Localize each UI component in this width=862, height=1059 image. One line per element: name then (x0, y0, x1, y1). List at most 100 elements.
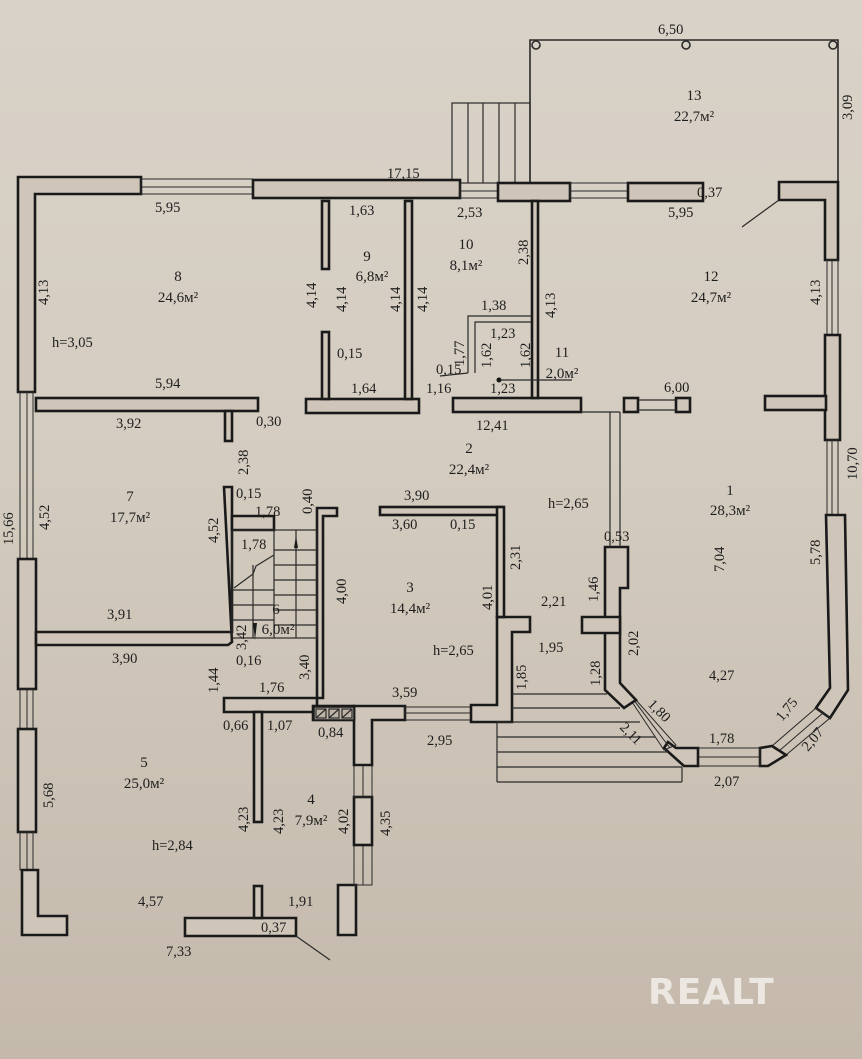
dimension: 2,02 (626, 631, 642, 656)
room-labels: 13 22,7м² 8 24,6м² 9 6,8м² 10 8,1м² 12 2… (110, 88, 751, 829)
dimension: 4,14 (388, 286, 404, 312)
room-2-area: 22,4м² (449, 462, 490, 478)
dimension: 3,59 (392, 685, 417, 701)
dimension: 3,60 (392, 517, 417, 533)
room-3-number: 3 (406, 580, 414, 596)
room-11-number: 11 (555, 345, 569, 361)
dimension: 1,78 (255, 504, 280, 520)
dimension: 4,14 (304, 282, 320, 308)
dimension: 4,01 (480, 585, 496, 610)
entrance-steps-bottom (496, 693, 683, 783)
dimension: 1,78 (709, 731, 734, 747)
dimension: 3,90 (112, 651, 137, 667)
dimension: 2,38 (516, 240, 532, 265)
room-10-number: 10 (459, 237, 474, 253)
dimension: 1,85 (514, 665, 530, 690)
dimension: 10,70 (845, 447, 861, 480)
dimension: 5,94 (155, 376, 181, 392)
dimension: 1,23 (490, 326, 515, 342)
dimension: 0,84 (318, 725, 344, 741)
height-label: h=2,65 (548, 496, 589, 512)
entrance-steps-top (451, 102, 531, 184)
room-6-area: 6,0м² (262, 622, 295, 638)
dimension: 4,35 (378, 811, 394, 836)
room-7-area: 17,7м² (110, 510, 151, 526)
height-label: h=2,65 (433, 643, 474, 659)
dimension: 3,09 (840, 95, 856, 120)
dimension: 4,13 (543, 293, 559, 318)
dimension: 6,50 (658, 22, 683, 38)
dimension: 1,76 (259, 680, 284, 696)
ceiling-heights: h=3,05 h=2,65 h=2,65 h=2,84 (52, 335, 589, 854)
dimension: 0,37 (697, 185, 722, 201)
dimension: 1,28 (588, 661, 604, 686)
dimension: 1,62 (479, 343, 495, 368)
room-2-number: 2 (465, 441, 473, 457)
dimension: 17,15 (387, 166, 420, 182)
dimension: 1,63 (349, 203, 374, 219)
exterior-walls (16, 175, 850, 961)
room-1-number: 1 (726, 483, 734, 499)
room-8-number: 8 (174, 269, 182, 285)
dimension-labels-vertical: 3,09 4,13 4,14 4,14 4,14 4,14 2,38 4,13 … (1, 95, 861, 836)
dimension: 15,66 (1, 512, 17, 545)
dimension: 5,95 (155, 200, 180, 216)
dimension: 1,91 (288, 894, 313, 910)
dimension: 3,40 (297, 655, 313, 680)
room-10-area: 8,1м² (450, 258, 483, 274)
dimension: 3,42 (234, 625, 250, 650)
dimension: 1,80 (644, 697, 673, 726)
dimension: 2,53 (457, 205, 482, 221)
dimension: 4,13 (808, 280, 824, 305)
dimension: 2,07 (799, 725, 828, 755)
dimension: 1,77 (452, 341, 468, 366)
height-label: h=2,84 (152, 838, 194, 854)
room-9-number: 9 (363, 249, 371, 265)
dimension: 7,33 (166, 944, 191, 960)
dimension: 0,15 (436, 362, 461, 378)
dimension: 3,92 (116, 416, 141, 432)
dimension: 7,04 (712, 546, 728, 572)
ventilation-ducts (313, 706, 355, 721)
room-6-number: 6 (272, 602, 280, 618)
dimension: 4,23 (271, 809, 287, 834)
dimension: 4,52 (37, 505, 53, 530)
dimension: 5,78 (808, 540, 824, 565)
staircase (231, 529, 318, 640)
room-12-number: 12 (704, 269, 719, 285)
dimension: 4,00 (334, 579, 350, 604)
dimension: 1,16 (426, 381, 451, 397)
dimension: 4,27 (709, 668, 734, 684)
dimension: 1,78 (241, 537, 266, 553)
height-label: h=3,05 (52, 335, 93, 351)
dimension: 1,62 (518, 343, 534, 368)
dimension: 0,53 (604, 529, 629, 545)
room-3-area: 14,4м² (390, 601, 431, 617)
dimension: 5,68 (41, 783, 57, 808)
dimension: 4,57 (138, 894, 163, 910)
room-5-number: 5 (140, 755, 148, 771)
dimension: 1,38 (481, 298, 506, 314)
dimension: 0,30 (256, 414, 281, 430)
dimension: 0,15 (450, 517, 475, 533)
room-9-area: 6,8м² (356, 269, 389, 285)
dimension: 12,41 (476, 418, 509, 434)
dimension: 1,07 (267, 718, 292, 734)
room-4-area: 7,9м² (295, 813, 328, 829)
dimension: 2,07 (714, 774, 739, 790)
dimension: 4,02 (336, 809, 352, 834)
dimension: 2,95 (427, 733, 452, 749)
dimension: 1,64 (351, 381, 377, 397)
dimension: 0,16 (236, 653, 261, 669)
dimension: 4,14 (334, 286, 350, 312)
room-13-area: 22,7м² (674, 109, 715, 125)
dimension: 4,14 (415, 286, 431, 312)
room-12-area: 24,7м² (691, 290, 732, 306)
realt-watermark-logo: REALT (648, 972, 775, 1013)
dimension: 1,75 (773, 695, 802, 725)
dimension: 4,13 (36, 280, 52, 305)
dimension: 2,21 (541, 594, 566, 610)
dimension: 1,44 (206, 667, 222, 693)
